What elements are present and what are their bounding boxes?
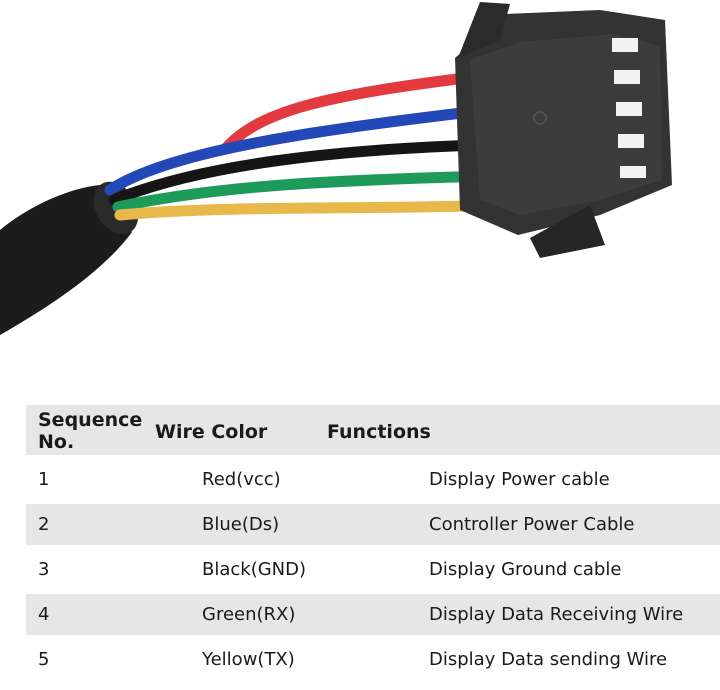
cell-no: 2: [38, 514, 50, 535]
header-sequence-no: Sequence No.: [38, 409, 143, 453]
cell-function: Display Power cable: [429, 469, 610, 490]
table-row: 5 Yellow(TX) Display Data sending Wire: [26, 639, 720, 680]
table-row: 1 Red(vcc) Display Power cable: [26, 459, 720, 500]
header-wire-color: Wire Color: [155, 421, 268, 443]
header-functions: Functions: [327, 421, 431, 443]
connector-photo: [0, 2, 672, 335]
cell-function: Controller Power Cable: [429, 514, 635, 535]
connector-housing: [455, 2, 672, 258]
wire-red: [220, 72, 471, 154]
cell-no: 3: [38, 559, 50, 580]
table-row: 4 Green(RX) Display Data Receiving Wire: [26, 594, 720, 635]
cell-function: Display Data Receiving Wire: [429, 604, 684, 625]
cell-function: Display Ground cable: [429, 559, 622, 580]
wire-yellow: [114, 199, 511, 221]
cell-no: 1: [38, 469, 50, 490]
wire-green: [112, 170, 496, 213]
cell-color: Black(GND): [202, 559, 307, 580]
table-header: Sequence No. Wire Color Functions: [26, 405, 720, 455]
cell-color: Blue(Ds): [202, 514, 280, 535]
cell-function: Display Data sending Wire: [429, 649, 668, 670]
cell-color: Red(vcc): [202, 469, 281, 490]
cell-color: Green(RX): [202, 604, 296, 625]
wires: [104, 72, 511, 221]
cell-no: 4: [38, 604, 50, 625]
wire-blue: [104, 106, 476, 196]
cell-color: Yellow(TX): [202, 649, 295, 670]
wire-function-table: Sequence No. Wire Color Functions 1 Red(…: [26, 405, 720, 680]
table-row: 3 Black(GND) Display Ground cable: [26, 549, 720, 590]
table-row: 2 Blue(Ds) Controller Power Cable: [26, 504, 720, 545]
cell-no: 5: [38, 649, 50, 670]
wire-black: [108, 139, 484, 206]
